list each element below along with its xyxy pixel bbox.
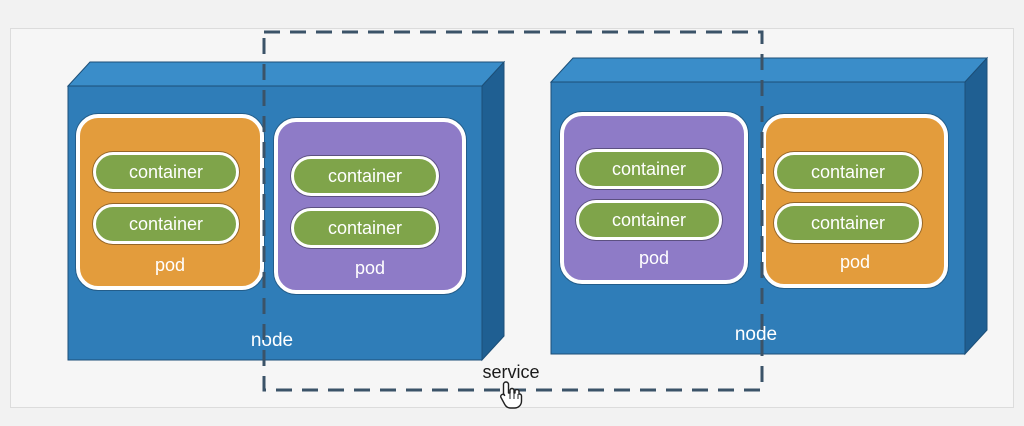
node-2-label: node xyxy=(734,324,778,345)
node-2-pod-2 xyxy=(762,114,948,288)
node-2-top-face xyxy=(549,57,989,83)
node-1-pod-1-container-1: container xyxy=(93,152,239,192)
node-1-pod-2-label: pod xyxy=(354,258,386,278)
node-1-label: node xyxy=(250,330,294,351)
node-2-pod-1-label: pod xyxy=(638,248,670,268)
node-2-pod-2-label: pod xyxy=(839,252,871,272)
node-1-pod-1-label: pod xyxy=(154,255,186,275)
node-2-pod-1-container-2: container xyxy=(576,200,722,240)
node-1-top-face xyxy=(66,61,506,87)
node-1-pod-2-container-1: container xyxy=(291,156,439,196)
node-2-pod-2-container-1: container xyxy=(774,152,922,192)
service-label[interactable]: service xyxy=(466,362,556,383)
node-2-pod-1-container-1: container xyxy=(576,149,722,189)
node-1-pod-1-container-2: container xyxy=(93,204,239,244)
node-2-side-face xyxy=(964,56,988,356)
node-1-pod-1 xyxy=(76,114,264,290)
node-2-pod-2-container-2: container xyxy=(774,203,922,243)
hand-pointer-icon xyxy=(500,381,523,409)
node-1-pod-2-container-2: container xyxy=(291,208,439,248)
node-1-side-face xyxy=(481,60,505,362)
